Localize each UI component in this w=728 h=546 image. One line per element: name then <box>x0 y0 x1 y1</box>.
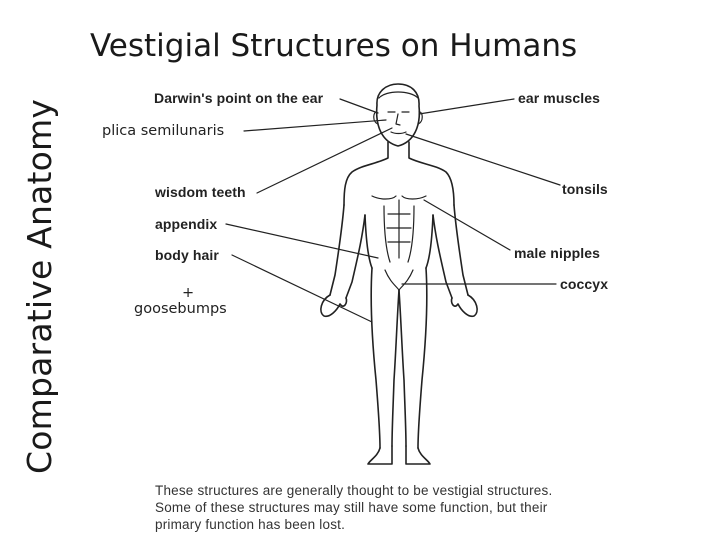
label-plus: + <box>182 285 195 301</box>
label-tonsils: tonsils <box>562 181 608 197</box>
leader-lines <box>225 98 561 323</box>
label-goosebumps: goosebumps <box>134 301 227 317</box>
legs-outline <box>367 267 431 465</box>
label-coccyx: coccyx <box>560 276 609 292</box>
label-ear-muscles: ear muscles <box>518 90 601 106</box>
caption-text: These structures are generally thought t… <box>155 483 553 532</box>
page-title: Vestigial Structures on Humans <box>90 28 578 64</box>
label-plica-semilunaris: plica semilunaris <box>102 123 225 139</box>
torso-outline <box>320 141 478 318</box>
label-appendix: appendix <box>155 216 218 232</box>
label-male-nipples: male nipples <box>514 245 601 261</box>
label-wisdom-teeth: wisdom teeth <box>155 184 246 200</box>
label-body-hair: body hair <box>155 247 219 263</box>
label-darwins-point: Darwin's point on the ear <box>154 90 324 106</box>
